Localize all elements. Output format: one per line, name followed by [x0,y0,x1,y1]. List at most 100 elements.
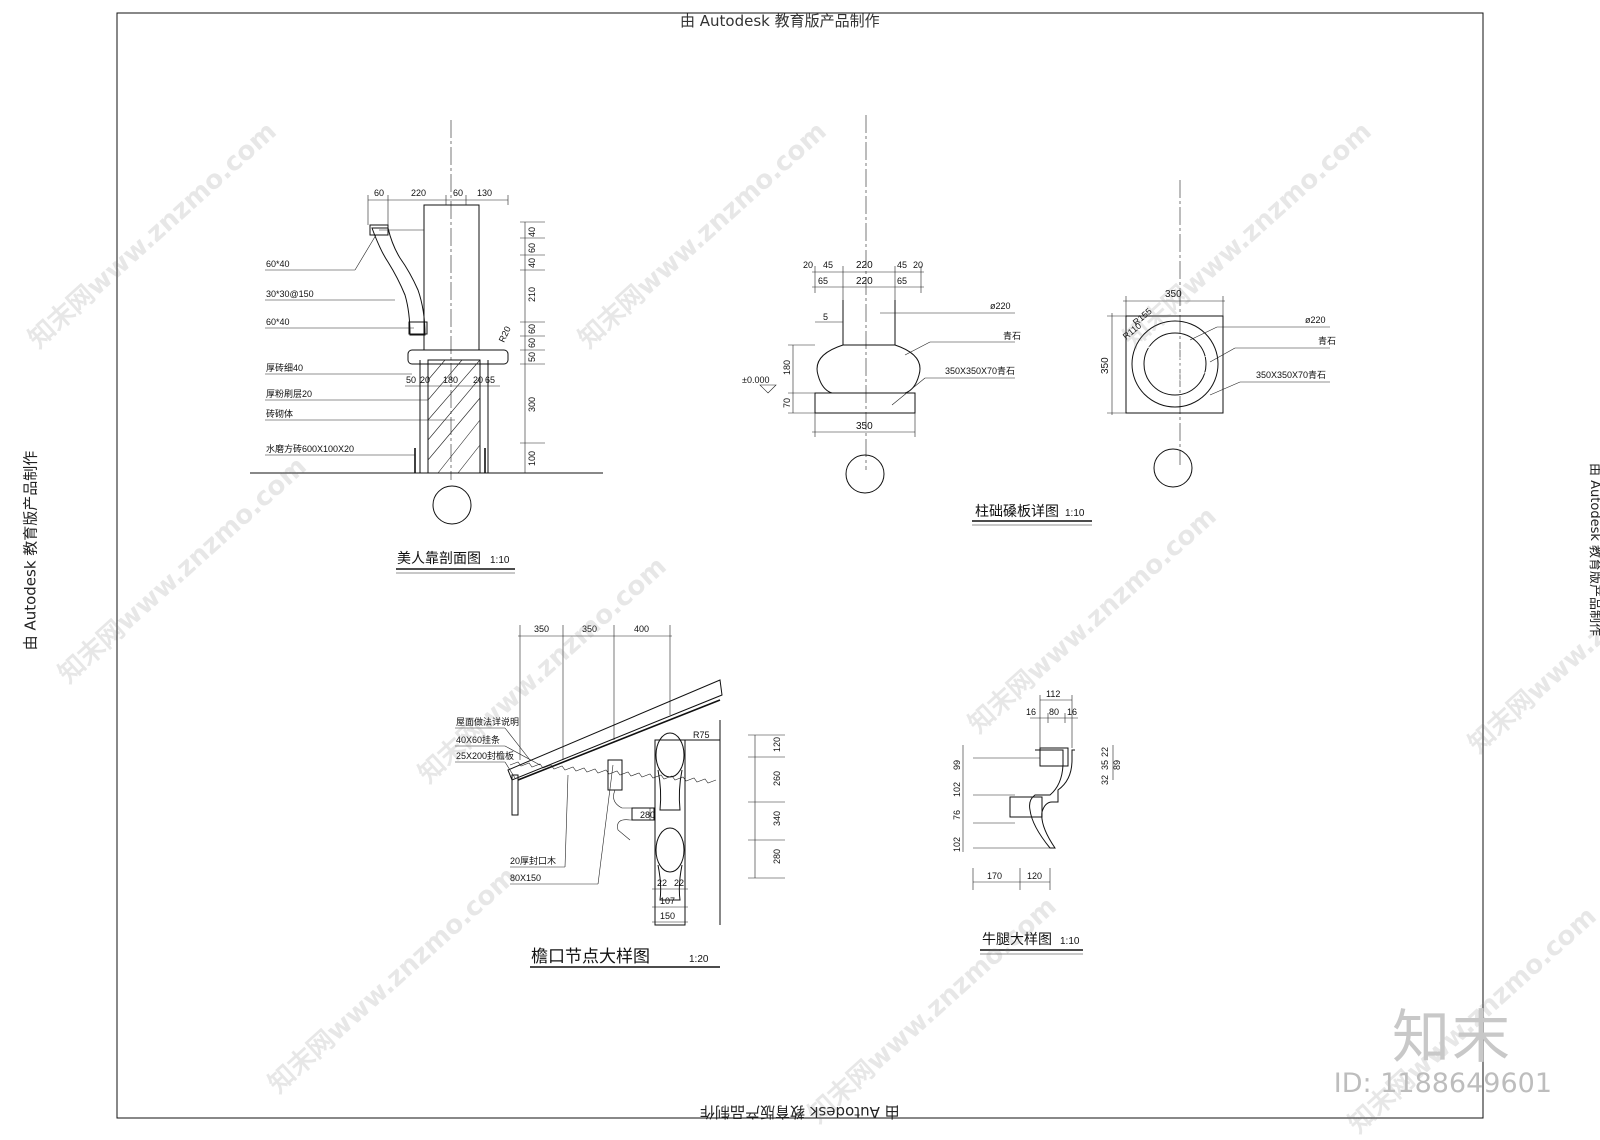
axis-bubble [1153,448,1193,488]
zhuchu-plan: 350 350 R155 R110 ø220 青石 350X350X70青石 柱… [972,180,1336,526]
dim: 400 [634,624,649,634]
dim: 260 [772,771,782,786]
dim: 210 [527,287,537,302]
edu-stamp-top: 由 Autodesk 教育版产品制作 [680,12,880,30]
dim: 120 [772,737,782,752]
dim: 102 [952,837,962,852]
material-label: 厚砖细40 [266,362,303,373]
material-label: 60*40 [266,317,290,327]
dim: 220 [856,276,873,287]
material-label: 350X350X70青石 [945,365,1015,376]
dim: 220 [856,260,873,271]
drawing-scale: 1:20 [689,954,709,965]
material-label: 350X350X70青石 [1256,369,1326,380]
drawing-title: 牛腿大样图 [982,931,1052,947]
material-label: 40X60挂条 [456,734,500,745]
material-label: ø220 [990,301,1011,311]
dim: 76 [952,810,962,820]
dim: 120 [1027,871,1042,881]
dim: 45 [823,260,833,270]
dim: 20 [913,260,923,270]
dim: 5 [823,312,828,322]
material-label: 青石 [1003,330,1021,341]
dim: 22 [674,878,684,888]
dim: 112 [1046,689,1060,699]
drawing-title: 美人靠剖面图 [397,550,481,566]
material-label: ø220 [1305,315,1326,325]
radius-label: R75 [693,730,710,740]
material-label: 20厚封口木 [510,855,556,866]
dim: 50 [406,375,416,385]
material-label: 30*30@150 [266,289,314,299]
dim: 350 [856,421,873,432]
dim: 170 [987,871,1002,881]
drawing-title: 檐口节点大样图 [531,947,650,966]
material-label: 80X150 [510,873,541,883]
dim: 220 [411,188,426,198]
image-id: ID: 1188649601 [1333,1068,1552,1099]
dim: 40 [527,227,537,237]
dim: 60 [527,324,537,334]
dim: 22 [657,878,667,888]
edu-stamp-bottom: 由 Autodesk 教育版产品制作 [700,1103,900,1121]
dim: 60 [527,338,537,348]
material-label: 砖砌体 [266,408,293,419]
material-label: 屋面做法详说明 [456,716,519,727]
dim: 60 [453,188,463,198]
drawing-title: 柱础磉板详图 [975,503,1059,519]
dim: 65 [485,375,495,385]
dim: 40 [527,258,537,268]
zhuchu-elevation: 20 45 220 45 20 65 220 65 5 180 70 ±0.00… [742,115,1021,494]
dim: 350 [1165,289,1182,300]
dim: 16 [1067,707,1077,717]
dim: 300 [527,397,537,412]
dim: 340 [772,811,782,826]
dim: 180 [782,360,792,375]
material-label: 25X200封檐板 [456,750,514,761]
dim: 350 [1100,357,1111,374]
dim: 20 [803,260,813,270]
sheet-border [116,12,1484,1119]
material-label: 水磨方砖600X100X20 [266,443,354,454]
axis-bubble [845,454,885,494]
dim: 130 [477,188,492,198]
yankou-detail: 350 350 400 280 R75 120 260 340 280 [455,624,785,968]
niutui-detail: 112 16 80 16 99 102 76 102 22 35 89 32 1… [952,689,1122,955]
edu-stamp-left: 由 Autodesk 教育版产品制作 [21,450,40,651]
dim: 60 [527,243,537,253]
drawing-scale: 1:10 [490,555,510,566]
dim: 180 [443,375,458,385]
dim: 22 [1100,747,1110,757]
dim: 35 [1100,760,1110,770]
material-label: 厚粉刷层20 [266,388,312,399]
material-label: 60*40 [266,259,290,269]
dim: 350 [582,624,597,634]
radius-label: R20 [497,325,513,344]
dim: 50 [527,352,537,362]
dim: 150 [660,911,675,921]
dim: 350 [534,624,549,634]
dim: 100 [527,451,537,466]
axis-bubble [432,485,472,525]
dim: 16 [1026,707,1036,717]
dim: 102 [952,782,962,797]
dim: 70 [782,398,792,408]
dim: 32 [1100,775,1110,785]
level-mark: ±0.000 [742,375,769,385]
dim: 80 [1049,707,1059,717]
meirenkao-section: 60 220 60 130 40 60 40 210 60 60 50 300 … [250,120,603,574]
dim: 280 [772,849,782,864]
dim: 107 [660,896,675,906]
dim: 89 [1112,760,1122,770]
drawing-scale: 1:10 [1065,508,1085,519]
material-label: 青石 [1318,335,1336,346]
dim: 20 [420,375,430,385]
dim: 65 [818,276,828,286]
dim: 280 [640,810,655,820]
dim: 20 [473,375,483,385]
dim: 65 [897,276,907,286]
drawing-scale: 1:10 [1060,936,1080,947]
znzmo-logo: 知末 [1391,1003,1512,1071]
dim: 99 [952,760,962,770]
